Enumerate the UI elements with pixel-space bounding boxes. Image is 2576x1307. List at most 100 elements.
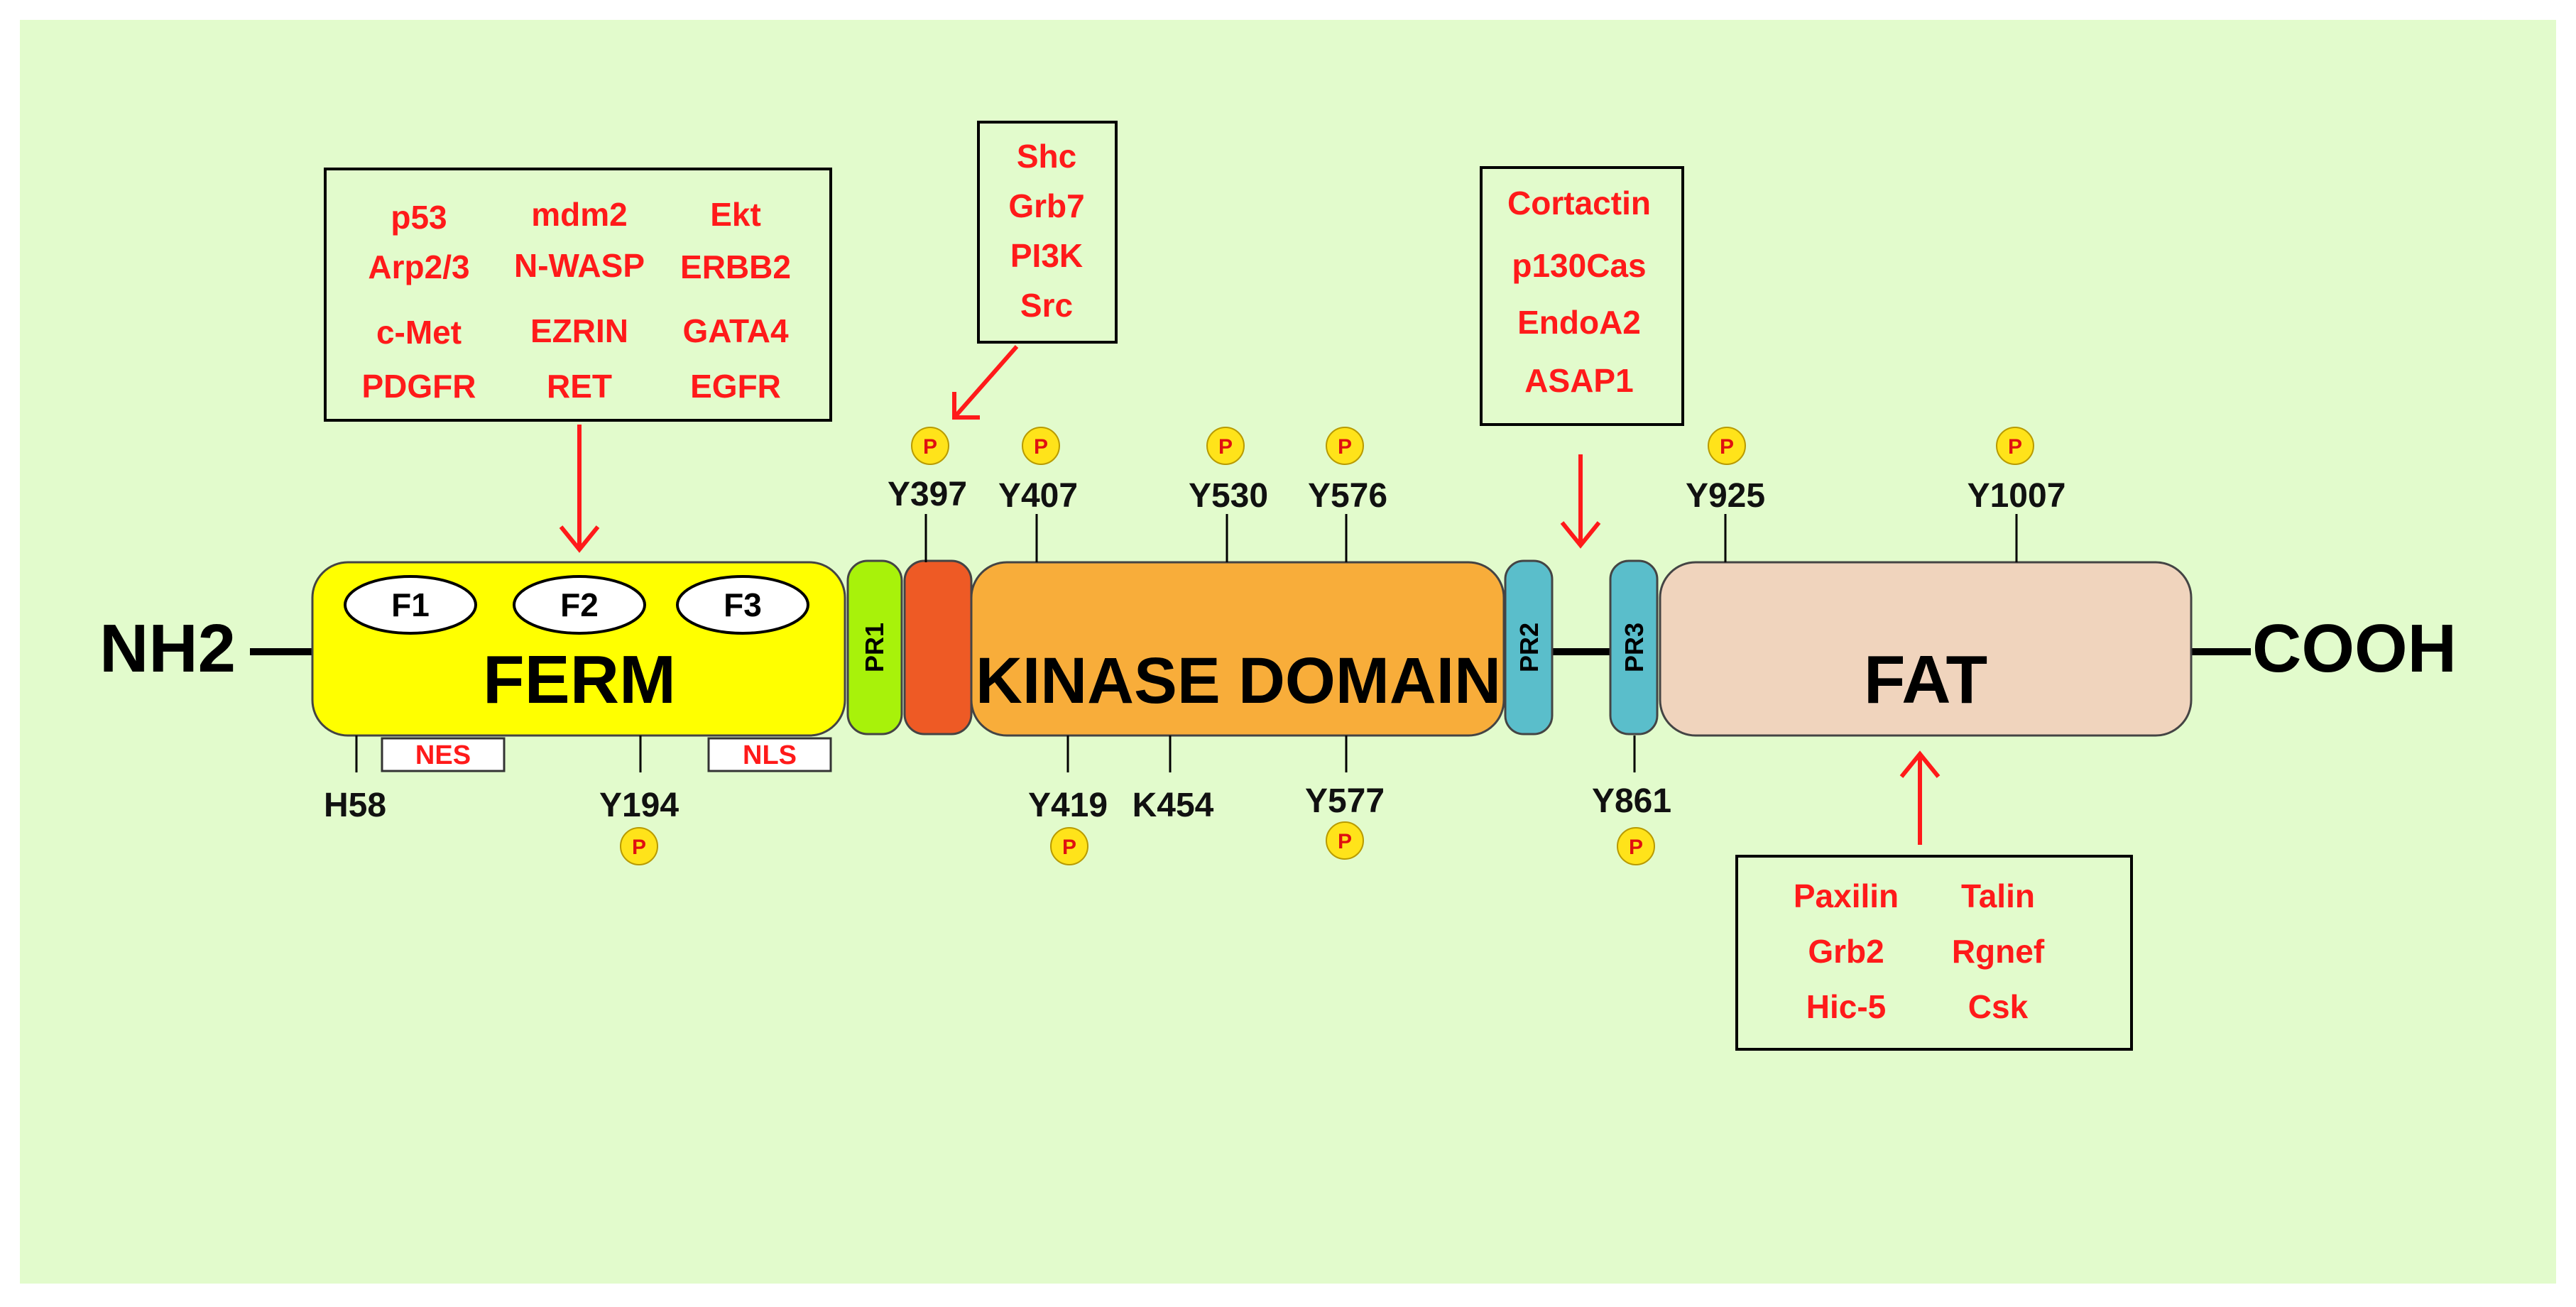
kinase-label: KINASE DOMAIN bbox=[976, 645, 1501, 717]
phospho-y577-circle bbox=[1326, 821, 1364, 860]
ferm-interaction-arrow bbox=[559, 425, 600, 553]
fat-interactor-talin: Talin bbox=[1961, 877, 2035, 914]
phospho-y419-circle bbox=[1050, 827, 1088, 865]
pr3-region bbox=[1609, 559, 1659, 735]
phospho-y407: P bbox=[1022, 427, 1060, 465]
ferm-interactor-erbb2: ERBB2 bbox=[680, 248, 791, 285]
y397-interactor-shc: Shc bbox=[1017, 138, 1076, 175]
phospho-y407-label: P bbox=[1034, 435, 1048, 459]
site-y1007: Y1007 bbox=[1968, 477, 2066, 515]
y397-arrow-shaft bbox=[952, 345, 1019, 419]
phospho-y397-label: P bbox=[923, 435, 937, 459]
pr2-arrow-head bbox=[1560, 521, 1601, 549]
fat-interactor-box bbox=[1735, 855, 2133, 1051]
pr-linker-block bbox=[903, 559, 973, 735]
pr2-interactor-endoa2: EndoA2 bbox=[1517, 304, 1641, 341]
site-y194: Y194 bbox=[599, 787, 679, 824]
ferm-interactor-pdgfr: PDGFR bbox=[362, 368, 476, 405]
site-y861: Y861 bbox=[1592, 782, 1671, 820]
ferm-interactor-arp23: Arp2/3 bbox=[368, 248, 469, 285]
phospho-y530-label: P bbox=[1218, 435, 1233, 459]
phospho-y407-circle bbox=[1022, 427, 1060, 465]
fat-interactor-hic5: Hic-5 bbox=[1806, 988, 1886, 1025]
phospho-y861-circle bbox=[1617, 827, 1655, 865]
phospho-y925: P bbox=[1708, 427, 1746, 465]
subdomain-f2-label: F2 bbox=[560, 586, 599, 623]
y397-interactor-box bbox=[977, 121, 1118, 344]
phospho-y194-label: P bbox=[632, 836, 646, 859]
ferm-interactor-egfr: EGFR bbox=[690, 368, 781, 405]
y397-interaction-arrow bbox=[952, 345, 1019, 420]
pr2-interactor-p130cas: p130Cas bbox=[1512, 247, 1646, 284]
phospho-y530: P bbox=[1206, 427, 1245, 465]
pr2-interactor-asap1: ASAP1 bbox=[1524, 362, 1633, 399]
subdomain-f1-label: F1 bbox=[391, 586, 430, 623]
phospho-y530-circle bbox=[1206, 427, 1245, 465]
n-terminus-label: NH2 bbox=[99, 611, 236, 687]
phospho-y1007-label: P bbox=[2008, 435, 2022, 459]
nes-label: NES bbox=[415, 740, 471, 770]
phospho-y576: P bbox=[1326, 427, 1364, 465]
fat-arrow-head bbox=[1899, 750, 1941, 778]
ferm-interactor-ret: RET bbox=[547, 368, 612, 405]
y397-interactor-src: Src bbox=[1020, 287, 1073, 324]
fat-interactor-csk: Csk bbox=[1968, 988, 2029, 1025]
y397-interactor-pi3k: PI3K bbox=[1010, 237, 1083, 274]
phospho-y576-label: P bbox=[1338, 435, 1352, 459]
kinase-domain bbox=[970, 561, 1505, 737]
site-y407: Y407 bbox=[998, 477, 1078, 515]
fat-interactor-grb2: Grb2 bbox=[1808, 933, 1884, 970]
site-y577: Y577 bbox=[1305, 782, 1385, 820]
pr3-label: PR3 bbox=[1620, 623, 1649, 672]
phospho-y419-label: P bbox=[1062, 836, 1076, 859]
phospho-y194: P bbox=[620, 827, 658, 865]
pr2-interactor-box bbox=[1480, 166, 1684, 426]
ferm-label: FERM bbox=[483, 642, 676, 718]
fat-interactor-paxilin: Paxilin bbox=[1794, 877, 1899, 914]
ferm-interactor-p53: p53 bbox=[391, 199, 447, 236]
phospho-y1007-circle bbox=[1996, 427, 2034, 465]
nes-box bbox=[381, 737, 506, 772]
pr2-label: PR2 bbox=[1515, 623, 1544, 672]
y397-arrow-head bbox=[952, 392, 980, 420]
subdomain-f1 bbox=[344, 575, 477, 635]
subdomain-f2 bbox=[513, 575, 646, 635]
ferm-arrow-head bbox=[559, 525, 600, 553]
fat-interaction-arrow bbox=[1899, 750, 1941, 845]
subdomain-f3 bbox=[676, 575, 809, 635]
ferm-interactor-ekt: Ekt bbox=[710, 196, 761, 233]
phospho-y397: P bbox=[911, 427, 949, 465]
phospho-y397-circle bbox=[911, 427, 949, 465]
ferm-interactor-gata4: GATA4 bbox=[682, 312, 788, 349]
site-y530: Y530 bbox=[1189, 477, 1268, 515]
ferm-interactor-cmet: c-Met bbox=[376, 314, 462, 351]
site-y576: Y576 bbox=[1308, 477, 1387, 515]
phospho-y861: P bbox=[1617, 827, 1655, 865]
phospho-y419: P bbox=[1050, 827, 1088, 865]
ferm-interactor-mdm2: mdm2 bbox=[531, 196, 627, 233]
site-y419: Y419 bbox=[1028, 787, 1108, 824]
nls-label: NLS bbox=[743, 740, 797, 770]
subdomain-f3-label: F3 bbox=[724, 586, 762, 623]
site-y925: Y925 bbox=[1686, 477, 1765, 515]
pr1-label: PR1 bbox=[860, 623, 889, 672]
phospho-y576-circle bbox=[1326, 427, 1364, 465]
phospho-y194-circle bbox=[620, 827, 658, 865]
fat-domain bbox=[1659, 561, 2193, 737]
site-k454: K454 bbox=[1133, 787, 1214, 824]
nls-box bbox=[707, 737, 832, 772]
c-terminus-label: COOH bbox=[2252, 611, 2457, 687]
fat-label: FAT bbox=[1864, 642, 1987, 718]
phospho-y925-circle bbox=[1708, 427, 1746, 465]
pr1-region bbox=[846, 559, 903, 735]
ferm-interactor-box bbox=[324, 168, 832, 422]
pr2-region bbox=[1504, 559, 1554, 735]
phospho-y925-label: P bbox=[1720, 435, 1734, 459]
phospho-y577-label: P bbox=[1338, 830, 1352, 853]
site-h58: H58 bbox=[324, 787, 386, 824]
pr2-interactor-cortactin: Cortactin bbox=[1507, 185, 1651, 222]
site-y397: Y397 bbox=[888, 476, 967, 513]
fat-interactor-rgnef: Rgnef bbox=[1952, 933, 2045, 970]
